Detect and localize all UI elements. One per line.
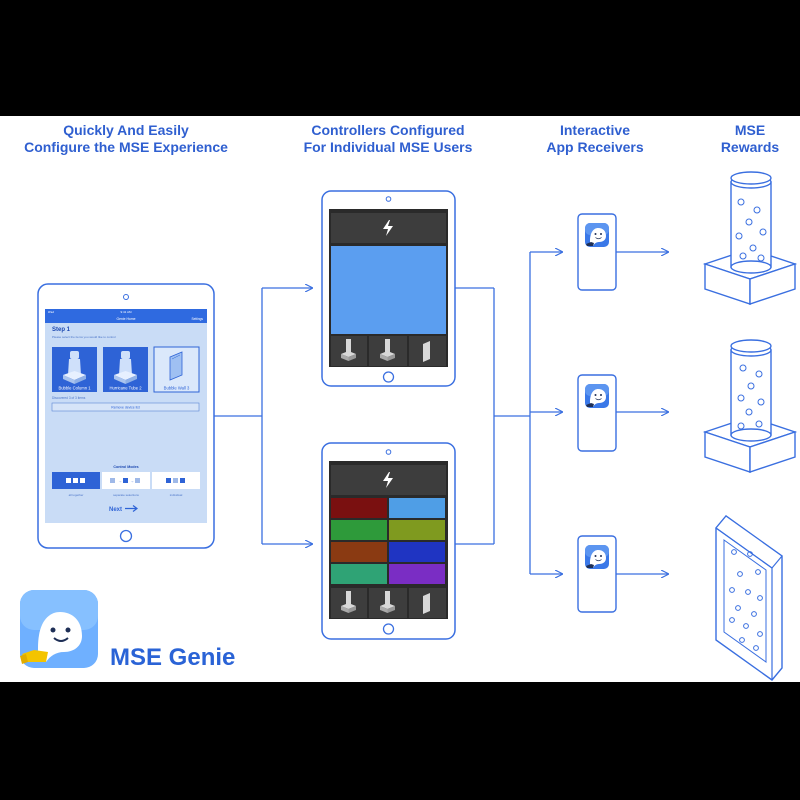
bubble-column-icon <box>341 591 356 613</box>
genie-app-icon[interactable] <box>20 590 98 668</box>
hurricane-tube-icon <box>380 339 395 361</box>
arrow-right-icon <box>125 505 138 512</box>
connector-lines <box>214 252 668 574</box>
app-name: MSE Genie <box>110 644 236 671</box>
bubble-column-icon <box>341 339 356 361</box>
receiver-phone <box>577 535 617 613</box>
controller-tablet-1 <box>321 190 456 387</box>
mode-separate-selections[interactable]: → → separate selections <box>102 472 150 497</box>
color-swatch[interactable] <box>331 498 387 518</box>
svg-text:iPad: iPad <box>48 310 54 314</box>
lightning-icon <box>383 472 393 488</box>
svg-text:Discovered 3 of 3 items: Discovered 3 of 3 items <box>52 396 86 400</box>
tablet-nav-title: Genie Home <box>116 317 135 321</box>
device-option-bubble-wall[interactable]: Bubble Wall 3 <box>153 346 200 393</box>
hurricane-tube-icon <box>380 591 395 613</box>
device-option-hurricane-tube[interactable]: Hurricane Tube 2 <box>103 347 148 392</box>
svg-text:separate selections: separate selections <box>113 493 139 497</box>
next-button[interactable]: Next <box>109 505 138 514</box>
svg-text:→: → <box>118 479 122 484</box>
bubble-wall-icon <box>423 341 430 362</box>
svg-text:Remove device list: Remove device list <box>111 406 140 410</box>
bubble-wall-icon <box>423 593 430 614</box>
color-swatch[interactable] <box>389 498 445 518</box>
remove-device-list-button[interactable]: Remove device list <box>51 402 200 412</box>
color-swatch[interactable] <box>331 542 387 562</box>
mode-individual[interactable]: individual <box>152 472 200 497</box>
reward-hurricane-tube <box>702 339 798 473</box>
setup-tablet: iPad 9:41 AM Genie Home Settings Step 1 … <box>37 283 215 549</box>
diagram-svg: iPad 9:41 AM Genie Home Settings Step 1 … <box>20 171 798 681</box>
color-swatch[interactable] <box>389 520 445 540</box>
color-swatch[interactable] <box>331 564 387 584</box>
genie-icon <box>585 223 609 247</box>
svg-text:→: → <box>130 479 134 484</box>
color-swatch-grid <box>331 498 445 584</box>
step-title: Step 1 <box>52 327 71 333</box>
genie-icon <box>585 384 609 408</box>
svg-text:Bubble Column 1: Bubble Column 1 <box>58 386 91 391</box>
color-preview-screen <box>331 246 446 334</box>
color-swatch[interactable] <box>389 564 445 584</box>
reward-bubble-wall <box>715 515 783 681</box>
svg-text:9:41 AM: 9:41 AM <box>120 310 132 314</box>
mode-all-together[interactable]: all together <box>52 472 100 497</box>
controller-tablet-2 <box>321 442 456 640</box>
genie-icon <box>20 612 82 664</box>
device-option-bubble-column[interactable]: Bubble Column 1 <box>52 347 97 392</box>
receiver-phone <box>577 213 617 291</box>
svg-text:individual: individual <box>170 493 183 497</box>
svg-text:Bubble Wall 3: Bubble Wall 3 <box>164 386 190 391</box>
tablet-settings-link: Settings <box>191 317 203 321</box>
reward-bubble-column <box>702 171 798 305</box>
genie-icon <box>585 545 609 569</box>
svg-text:Next: Next <box>109 507 122 513</box>
receiver-phone <box>577 374 617 452</box>
control-modes-title: Control Modes <box>113 465 138 469</box>
svg-text:Hurricane Tube 2: Hurricane Tube 2 <box>109 386 142 391</box>
color-swatch[interactable] <box>389 542 445 562</box>
color-swatch[interactable] <box>331 520 387 540</box>
svg-text:all together: all together <box>69 493 84 497</box>
svg-text:Please select the items you wo: Please select the items you would like t… <box>52 335 116 339</box>
lightning-icon <box>383 220 393 236</box>
